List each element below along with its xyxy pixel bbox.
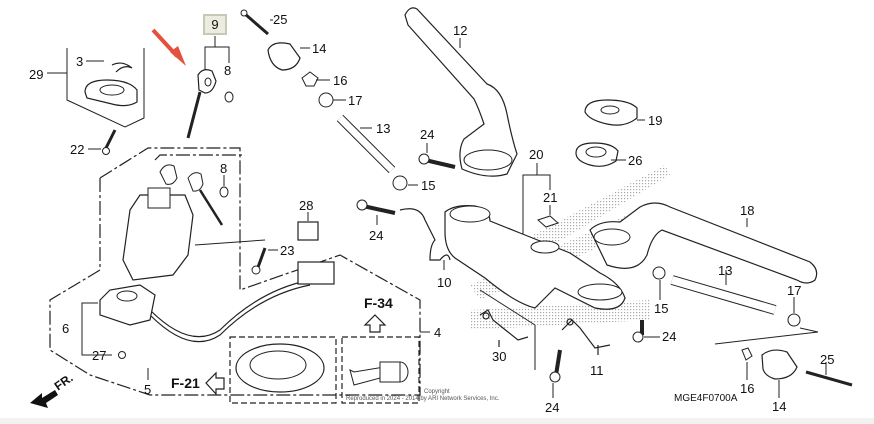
part-23-screw xyxy=(251,247,278,275)
callout-14: 14 xyxy=(312,41,327,56)
left-bar-end-group xyxy=(240,9,418,191)
bottom-strip xyxy=(0,418,874,424)
callout-16: 16 xyxy=(333,73,348,88)
callout-22: 22 xyxy=(70,142,85,157)
callout-24-bottom: 24 xyxy=(545,400,560,415)
callout-15: 15 xyxy=(421,178,436,193)
ignition-assembly-outline xyxy=(49,147,421,396)
callout-9-highlight[interactable]: 9 xyxy=(203,14,227,35)
callout-13: 13 xyxy=(376,121,391,136)
part-11-bracket xyxy=(561,318,611,355)
leader-line-30 xyxy=(479,289,536,326)
callout-18: 18 xyxy=(740,203,755,218)
callout-4: 4 xyxy=(434,325,442,340)
callout-8: 8 xyxy=(224,63,232,78)
callout-29: 29 xyxy=(29,67,44,82)
callout-30: 30 xyxy=(492,349,507,364)
callout-11: 11 xyxy=(590,363,604,378)
callout-27: 27 xyxy=(92,348,107,363)
part-21-plate xyxy=(537,215,559,228)
part-18-right-handlebar xyxy=(589,202,818,284)
callout-28: 28 xyxy=(299,198,314,213)
part-29-outline xyxy=(47,48,145,128)
part-9-key xyxy=(186,36,230,139)
callout-10: 10 xyxy=(437,275,452,290)
part-24-bolt-a xyxy=(418,143,456,169)
callout-24-right: 24 xyxy=(662,329,677,344)
part-3-circlip xyxy=(111,62,133,73)
f34-arrow-icon xyxy=(363,314,387,333)
callout-23: 23 xyxy=(280,243,295,258)
callout-17: 17 xyxy=(348,93,363,108)
fuel-cap-part xyxy=(235,343,325,393)
callout-3: 3 xyxy=(76,54,84,69)
callout-24-left: 24 xyxy=(369,228,384,243)
part-29-cap xyxy=(84,79,138,107)
copyright-line-1: Copyright xyxy=(424,389,450,395)
part-30-bracket xyxy=(479,309,529,347)
front-direction-arrow xyxy=(30,390,58,408)
callout-25-right: 25 xyxy=(820,352,835,367)
part-24-bolt-b xyxy=(356,199,396,225)
callout-24-top: 24 xyxy=(420,127,435,142)
part-22-screw xyxy=(88,129,117,155)
part-8-nut-2 xyxy=(219,186,229,198)
callout-6: 6 xyxy=(62,321,70,336)
callout-21: 21 xyxy=(543,190,558,205)
callout-26: 26 xyxy=(628,153,643,168)
callout-5: 5 xyxy=(144,382,152,397)
top-bridge xyxy=(444,205,626,310)
callout-15-right: 15 xyxy=(654,301,669,316)
callout-19: 19 xyxy=(648,113,663,128)
wiring-harness xyxy=(149,261,335,343)
callout-20: 20 xyxy=(529,147,544,162)
part-26-washer xyxy=(575,142,626,167)
part-24-bolt-c xyxy=(549,349,562,398)
f21-arrow-icon xyxy=(205,371,225,396)
callout-16-right: 16 xyxy=(740,381,755,396)
part-10-clip xyxy=(399,208,451,261)
callout-25: 25 xyxy=(273,12,288,27)
cap-lock-part xyxy=(349,361,409,386)
part-27-screw xyxy=(118,351,126,359)
part-8-nut xyxy=(224,91,234,103)
part-6-assembly xyxy=(81,284,156,356)
ignition-switch xyxy=(122,164,266,281)
callout-13-right: 13 xyxy=(718,263,733,278)
copyright-line-2: Reproduced in 2024 - 2014 by ARI Network… xyxy=(346,396,500,402)
right-bar-end-group xyxy=(632,266,853,398)
part-19-nut xyxy=(584,99,645,126)
f34-reference[interactable]: F-34 xyxy=(364,295,393,311)
part-28-connector xyxy=(297,221,319,241)
callout-17-right: 17 xyxy=(787,283,802,298)
part-20-bracket xyxy=(522,163,551,240)
f21-reference[interactable]: F-21 xyxy=(171,375,200,391)
part-12-left-handlebar xyxy=(404,7,518,177)
callout-12: 12 xyxy=(453,23,468,38)
callout-8-lower: 8 xyxy=(220,161,228,176)
callout-14-right: 14 xyxy=(772,399,787,414)
red-pointer-arrow xyxy=(151,28,186,66)
diagram-code: MGE4F0700A xyxy=(674,393,738,404)
f34-subgroup-boxes xyxy=(229,336,420,404)
